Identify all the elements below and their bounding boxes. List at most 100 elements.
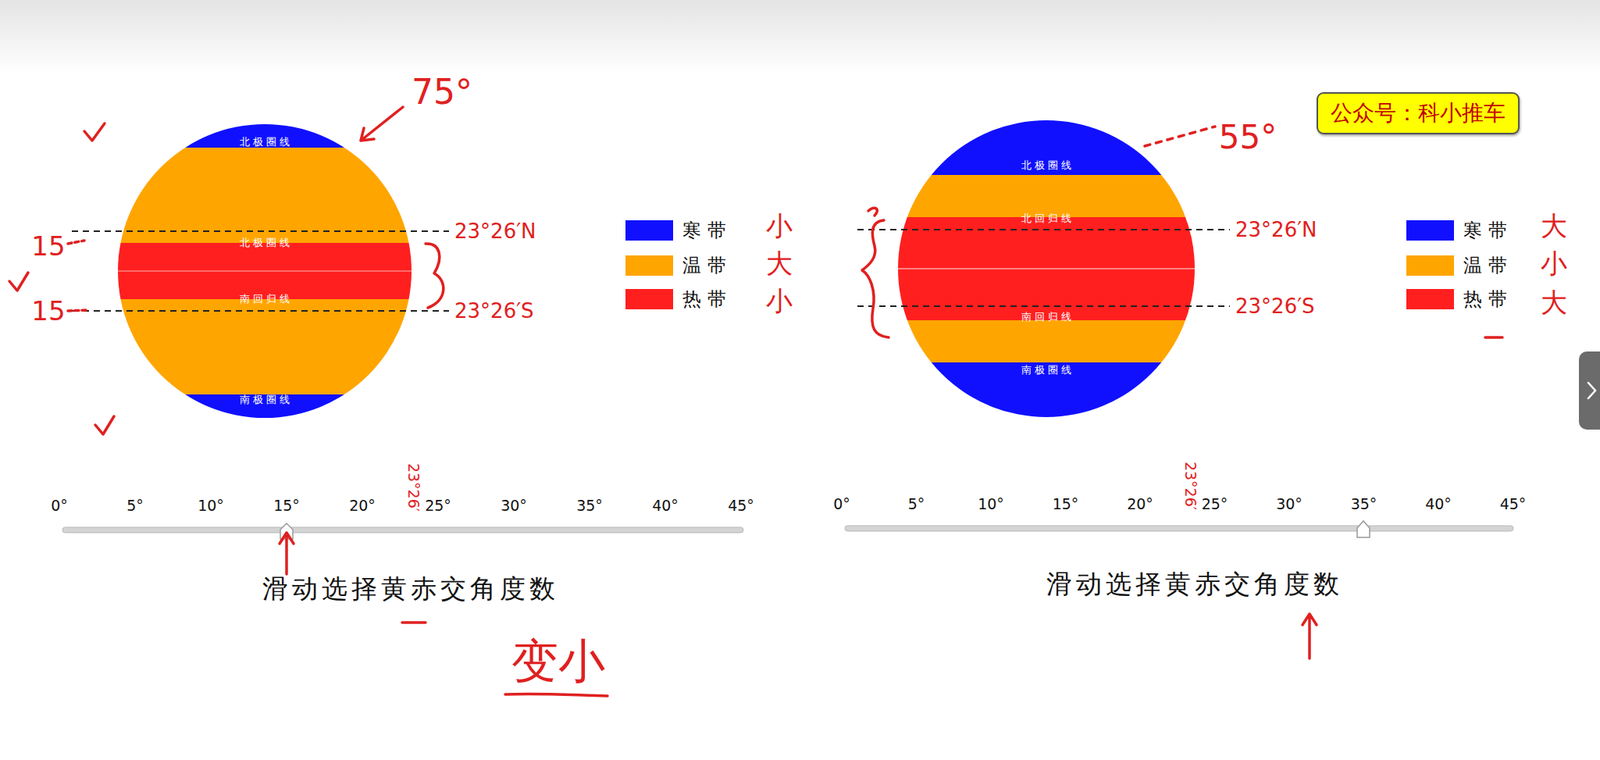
check-mark — [9, 272, 29, 291]
latitude-value: 23°26′S — [1235, 295, 1315, 318]
watermark-text: 公众号：科小推车 — [1330, 99, 1506, 127]
legend-swatch — [1406, 255, 1454, 276]
legend-label: 热带 — [682, 288, 733, 310]
hand-dash — [67, 310, 86, 311]
slider-track — [844, 525, 1514, 531]
legend-label: 温带 — [1463, 255, 1514, 276]
tick-label: 35° — [1350, 495, 1378, 513]
latitude-value: 23°26′N — [1235, 218, 1318, 242]
handwritten-note: 小 — [1540, 249, 1568, 278]
legend-swatch — [625, 220, 674, 241]
latitude-label: 北极圈线 — [236, 237, 293, 249]
legend-entry: 热带 — [1406, 288, 1514, 310]
legend-entry: 温带 — [1406, 255, 1514, 276]
handwritten-note: 55° — [1218, 119, 1277, 156]
latitude-label: 南极圈线 — [236, 394, 293, 406]
torrid-zone — [117, 242, 412, 300]
tick-label: 20° — [1126, 495, 1154, 513]
handwritten-note: 大 — [1540, 288, 1568, 318]
tab-chevron — [1588, 382, 1596, 399]
marker-label: 23°26′ — [406, 463, 423, 512]
handwritten-note: 变小 — [511, 634, 606, 687]
tick-label: 25° — [424, 497, 452, 514]
tick-label: 10° — [197, 497, 225, 514]
hand-leader — [1144, 126, 1216, 147]
tick-label: 45° — [727, 497, 755, 514]
torrid-zone — [897, 217, 1195, 321]
handwritten-note: 15 — [31, 231, 65, 261]
tick-label: 15° — [273, 497, 300, 514]
legend-label: 寒带 — [1463, 220, 1514, 241]
temperate-zone — [117, 299, 412, 395]
slider-track — [62, 527, 744, 533]
latitude-value: 23°26′S — [454, 299, 535, 323]
tick-label: 45° — [1500, 495, 1527, 513]
hand-dash — [67, 240, 85, 244]
hand-brace — [862, 207, 889, 338]
handwritten-note: 小 — [766, 286, 793, 316]
temperate-zone — [897, 174, 1195, 218]
tick-label: 20° — [349, 497, 376, 514]
tick-label: 0° — [833, 495, 851, 513]
latitude-label: 南回归线 — [1018, 311, 1075, 323]
handwritten-note: 75° — [411, 73, 473, 111]
legend-entry: 寒带 — [625, 220, 733, 241]
marker-label: 23°26′ — [1183, 461, 1200, 510]
tick-label: 15° — [1052, 495, 1080, 513]
legend-label: 热带 — [1463, 288, 1514, 310]
top-band — [0, 0, 1600, 75]
frigid-zone — [897, 362, 1195, 417]
legend-entry: 寒带 — [1406, 220, 1514, 241]
latitude-label: 北极圈线 — [236, 136, 293, 148]
latitude-label: 北回归线 — [1018, 213, 1075, 225]
tick-label: 10° — [977, 495, 1005, 513]
side-tab — [1578, 351, 1600, 430]
handwritten-note: 大 — [1540, 211, 1568, 241]
legend-swatch — [1406, 288, 1454, 310]
frigid-zone — [897, 120, 1195, 175]
tick-label: 5° — [908, 495, 926, 513]
watermark-box: 公众号：科小推车 — [1316, 92, 1520, 135]
hand-brace — [425, 243, 444, 308]
latitude-value: 23°26′N — [454, 220, 537, 243]
legend-swatch — [625, 255, 674, 276]
check-mark — [95, 416, 115, 435]
hand-arrow — [279, 532, 294, 574]
handwritten-note: 大 — [766, 249, 793, 278]
tick-label: 0° — [50, 497, 68, 514]
temperate-zone — [117, 147, 412, 243]
handwriting — [9, 106, 1503, 696]
hand-arrow — [1302, 613, 1317, 659]
check-mark — [84, 123, 105, 141]
globe-right — [897, 120, 1195, 417]
hand-dash — [402, 620, 426, 624]
tropic-line — [857, 305, 1230, 307]
tick-label: 30° — [500, 497, 528, 514]
tick-label: 5° — [126, 497, 144, 514]
globe-left — [117, 124, 412, 418]
equator — [117, 270, 412, 272]
tick-label: 25° — [1201, 495, 1229, 513]
legend-entry: 热带 — [625, 288, 733, 310]
frigid-zone — [117, 394, 412, 418]
hand-dash — [1485, 335, 1503, 339]
slider-caption: 滑动选择黄赤交角度数 — [1042, 570, 1344, 599]
latitude-label: 南回归线 — [236, 293, 293, 305]
tick-label: 40° — [652, 497, 679, 514]
legend-label: 寒带 — [682, 220, 733, 241]
tick-label: 35° — [576, 497, 603, 514]
tick-label: 30° — [1275, 495, 1303, 513]
tick-label: 40° — [1425, 495, 1452, 513]
hand-underline — [505, 693, 608, 696]
legend-swatch — [1406, 220, 1454, 241]
latitude-label: 南极圈线 — [1018, 364, 1075, 376]
legend-swatch — [625, 288, 674, 310]
handwritten-note: 小 — [766, 211, 793, 241]
tropic-line — [71, 310, 449, 312]
slider-handle — [1357, 520, 1370, 538]
legend-label: 温带 — [682, 255, 733, 276]
legend-entry: 温带 — [625, 255, 733, 276]
latitude-label: 北极圈线 — [1018, 160, 1075, 172]
handwritten-note: 15 — [31, 296, 65, 326]
